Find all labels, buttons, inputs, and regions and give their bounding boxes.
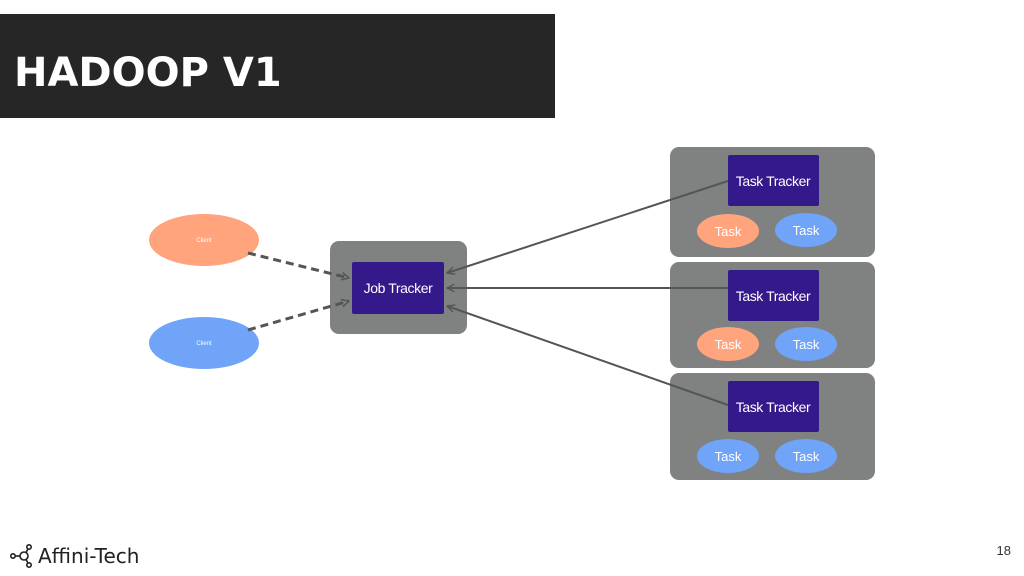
task-label: Task — [793, 449, 820, 464]
task-ellipse — [775, 213, 837, 247]
task-label: Task — [793, 337, 820, 352]
client-1-arrow — [247, 251, 349, 278]
task-ellipse — [775, 327, 837, 361]
client-label: Client — [196, 238, 212, 244]
task-tracker-label: Task Tracker — [736, 173, 811, 189]
task-ellipse — [775, 439, 837, 473]
task-ellipse — [697, 327, 759, 361]
task-node-2: Task Tracker Task Task — [670, 262, 875, 368]
brand-logo: Affini-Tech — [8, 541, 139, 571]
task-ellipse — [697, 439, 759, 473]
task-label: Task — [715, 449, 742, 464]
slide-title: HADOOP V1 — [14, 50, 282, 96]
page-number: 18 — [996, 543, 1011, 558]
task-tracker-label: Task Tracker — [736, 399, 811, 415]
task-tracker-box — [728, 270, 819, 321]
job-tracker-box — [352, 262, 444, 314]
brand-name: Affini-Tech — [38, 544, 140, 568]
client-ellipse — [149, 214, 259, 266]
task-label: Task — [715, 224, 742, 239]
task-label: Task — [793, 223, 820, 238]
client-ellipse — [149, 317, 259, 369]
task-tracker-label: Task Tracker — [736, 288, 811, 304]
client-node-2: Client — [149, 317, 259, 369]
task-node-1: Task Tracker Task Task — [670, 147, 875, 257]
title-bar: HADOOP V1 — [0, 14, 555, 118]
tracker-1-arrow — [447, 180, 729, 273]
task-ellipse — [697, 214, 759, 248]
client-2-arrow — [247, 301, 349, 332]
task-label: Task — [715, 337, 742, 352]
client-label: Client — [196, 341, 212, 347]
job-tracker-label: Job Tracker — [364, 280, 433, 296]
network-icon — [9, 543, 32, 568]
task-tracker-box — [728, 155, 819, 206]
task-tracker-box — [728, 381, 819, 432]
task-node-3: Task Tracker Task Task — [670, 373, 875, 480]
job-tracker-node: Job Tracker — [330, 241, 467, 334]
client-node-1: Client — [149, 214, 259, 266]
tracker-3-arrow — [447, 306, 729, 406]
